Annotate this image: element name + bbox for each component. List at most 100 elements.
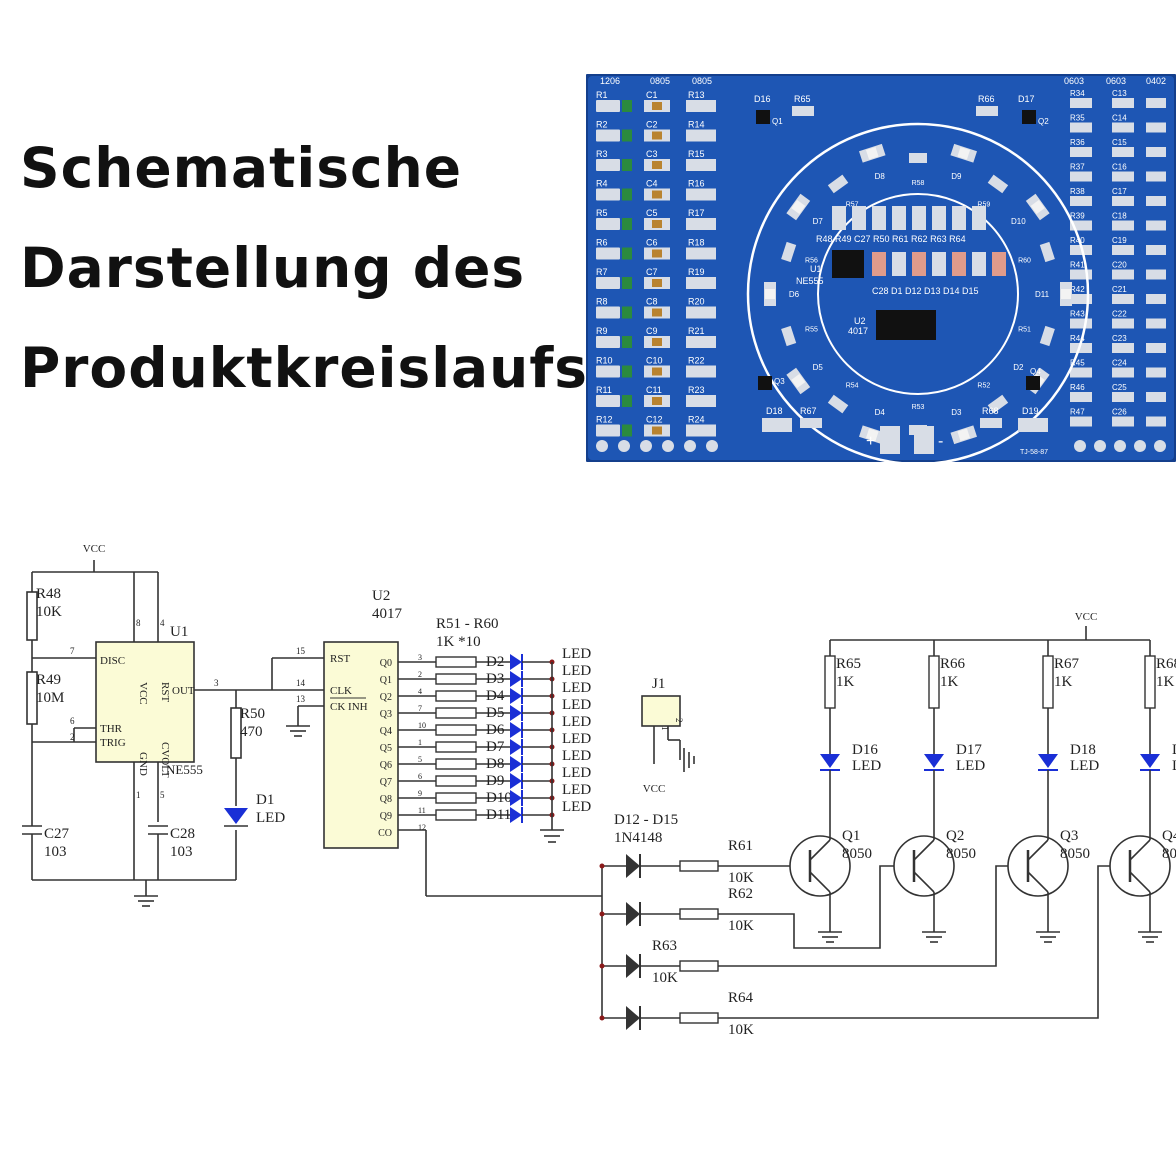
pcb-pad — [1039, 325, 1055, 347]
pcb-ref-r6: R6 — [596, 238, 608, 248]
resistor-r5x — [435, 775, 477, 787]
pcb-ref-c6: C6 — [646, 238, 658, 248]
pcb-center-pad — [952, 206, 966, 230]
u1-pin-thr: THR — [100, 723, 123, 735]
diode-icon — [626, 1006, 640, 1030]
u2-out-pin: 1 — [418, 738, 422, 747]
pcb-pad — [1070, 269, 1092, 280]
resistor-base — [679, 1012, 719, 1024]
pcb-pad — [686, 277, 716, 289]
resistor-r5x — [435, 758, 477, 770]
u1-num-2: 2 — [70, 732, 75, 742]
led-ref-d8: D8 — [486, 756, 504, 772]
pcb-led-smd — [622, 306, 632, 319]
pcb-board-code: TJ-58-87 — [1020, 449, 1048, 456]
pcb-led-smd — [622, 100, 632, 112]
pcb-led-smd — [622, 129, 632, 142]
pcb-cap-smd — [652, 220, 662, 228]
c27-ref: C27 — [44, 826, 70, 842]
pcb-ref-c11: C11 — [646, 385, 662, 395]
u1-pin-cvolt: CVOLT — [159, 742, 171, 778]
pcb-center-pad — [892, 252, 906, 276]
pcb-center-mid: C28 D1 D12 D13 D14 D15 — [872, 286, 979, 296]
led-icon — [510, 807, 522, 823]
pcb-ring-res-label: R52 — [977, 383, 990, 390]
pcb-cap-smd — [652, 102, 662, 110]
wire — [1027, 839, 1049, 861]
transistor-driver-stages: R6110KR6210KR6310KR6410KQ18050R651KD16LE… — [599, 640, 1176, 1038]
pcb-pad — [1146, 98, 1166, 108]
pcb-ring-led-label: D11 — [1035, 290, 1050, 299]
pcb-d17: D17 — [1018, 94, 1035, 104]
pcb-pad — [686, 365, 716, 378]
pcb-led-body — [865, 428, 879, 442]
title-line-2: Darstellung des — [20, 236, 526, 300]
pcb-ring-res-label: R51 — [1018, 327, 1031, 334]
pcb-hole — [1134, 440, 1146, 452]
pcb-ring-res-r54 — [827, 394, 849, 414]
pcb-led-body — [1030, 200, 1045, 214]
pcb-pad — [686, 100, 716, 112]
pcb-pad — [686, 424, 716, 437]
pcb-pad — [1070, 318, 1092, 329]
led-word: LED — [562, 799, 591, 815]
pcb-ring-led-d9 — [950, 143, 978, 163]
j1-vcc: VCC — [643, 783, 666, 795]
pcb-ref-r2: R2 — [596, 120, 608, 130]
pcb-ref-c22: C22 — [1112, 310, 1127, 319]
u1-chip: NE555 — [166, 762, 203, 777]
pcb-pad — [1112, 171, 1134, 182]
pcb-ref-r9: R9 — [596, 326, 608, 336]
coll-led-ref-d16: D16 — [852, 742, 878, 758]
vcc-label-right: VCC — [1075, 611, 1098, 623]
pcb-ref-r41: R41 — [1070, 261, 1085, 270]
pcb-u2-ref: U2 — [854, 316, 866, 326]
pcb-pad — [1146, 416, 1166, 427]
coll-res-value: 1K — [836, 674, 855, 690]
u1-pin-gnd: GND — [137, 752, 149, 776]
transistor-ref-q3: Q3 — [1060, 828, 1078, 844]
pcb-cap-smd — [652, 190, 662, 199]
pcb-hole — [706, 440, 718, 452]
pcb-ref-c23: C23 — [1112, 334, 1127, 343]
base-res-value: 10K — [728, 918, 754, 934]
led-ref-d5: D5 — [486, 705, 504, 721]
pcb-ref-r37: R37 — [1070, 163, 1085, 172]
pcb-size-1206: 1206 — [600, 76, 620, 86]
pcb-ref-c21: C21 — [1112, 285, 1127, 294]
led-word: LED — [562, 714, 591, 730]
led-word: LED — [562, 663, 591, 679]
pcb-ring-res-r58 — [909, 153, 927, 163]
pcb-led-body — [791, 200, 806, 214]
pcb-pad — [1070, 220, 1092, 231]
pcb-ring-led-d10 — [1025, 193, 1050, 221]
pcb-pad — [596, 395, 620, 407]
led-icon — [510, 705, 522, 721]
pcb-ring-led-label: D2 — [1013, 363, 1024, 372]
pcb-pad — [1146, 294, 1166, 304]
pcb-ref-r7: R7 — [596, 267, 608, 277]
diodes-ref: D12 - D15 — [614, 812, 678, 828]
pcb-ref-r13: R13 — [688, 90, 705, 100]
pcb-ref-r40: R40 — [1070, 236, 1085, 245]
pcb-ref-r38: R38 — [1070, 187, 1085, 196]
pcb-ref-r10: R10 — [596, 356, 613, 366]
pcb-hole — [618, 440, 630, 452]
pcb-ref-r36: R36 — [1070, 138, 1085, 147]
coll-led-ref-d17: D17 — [956, 742, 982, 758]
pcb-led-smd — [622, 247, 632, 260]
pcb-pad — [1070, 416, 1092, 427]
u2-out-co: CO — [378, 828, 392, 839]
pcb-center-pad — [952, 252, 966, 276]
pcb-ref-r34: R34 — [1070, 89, 1085, 98]
pcb-right-columns: R34R35R36R37R38R39R40R41R42R43R44R45R46R… — [1070, 89, 1166, 452]
pcb-pad — [1070, 367, 1092, 378]
pcb-size-0805b: 0805 — [692, 76, 712, 86]
pcb-pad — [1112, 294, 1134, 304]
pcb-center-pad — [832, 206, 846, 230]
resistor-r5x — [435, 724, 477, 736]
pcb-pad — [781, 241, 797, 263]
wire — [718, 865, 894, 949]
pcb-pad — [1112, 122, 1134, 133]
coll-led-value: LED — [1070, 758, 1099, 774]
